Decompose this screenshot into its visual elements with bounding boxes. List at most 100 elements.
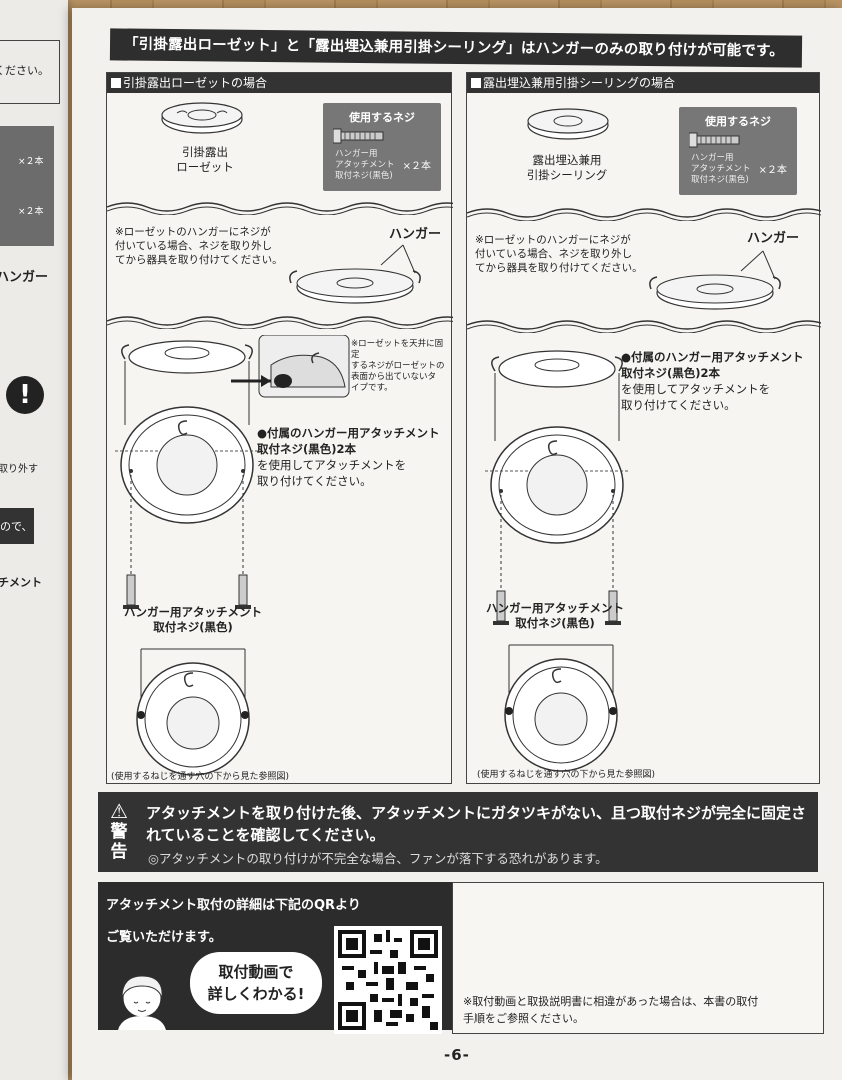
instruction-line: を使用してアタッチメントを [621, 382, 771, 396]
instruction-line: を使用してアタッチメントを [257, 458, 407, 472]
rosette-panel-heading: 引掛露出ローゼットの場合 [107, 73, 451, 93]
screw-box-desc: ハンガー用 アタッチメント 取付ネジ(黒色) [335, 149, 395, 182]
previous-page-box [0, 40, 60, 104]
attachment-assembly-illustration [485, 350, 629, 625]
warning-line: アタッチメントを取り付けた後、アタッチメントにガタツキがない、且つ取付ネジが完全… [146, 804, 807, 822]
screw-desc-line: 取付ネジ(黒色) [691, 175, 749, 185]
attachment-screw-label: ハンガー用アタッチメント 取付ネジ(黒色) [475, 601, 635, 631]
previous-page-text: チメント [0, 576, 42, 589]
square-bullet-icon [471, 78, 481, 88]
exclamation-icon: ! [6, 376, 44, 414]
screw-icon [689, 132, 740, 148]
hanger-ceiling-illustration [649, 250, 781, 310]
warning-subtext: ◎アタッチメントの取り付けが不完全な場合、ファンが落下する恐れがあります。 [148, 851, 608, 866]
screw-desc-line: ハンガー用 [335, 149, 378, 159]
small-note-line: ※ローゼットを天井に固定 [351, 339, 444, 360]
heading-text: 引掛露出ローゼットの場合 [123, 76, 268, 90]
previous-page-dark-bar [0, 508, 34, 544]
screw-icon [333, 128, 384, 144]
square-bullet-icon [111, 78, 121, 88]
instruction-bold: 取付ネジ(黒色)2本 [257, 442, 357, 456]
warning-label-char: 警 [110, 822, 128, 842]
hanger-screw-note: ※ローゼットのハンガーにネジが 付いている場合、ネジを取り外し てから器具を取り… [475, 233, 643, 275]
section-divider [107, 202, 453, 215]
screw-box-title: 使用するネジ [705, 115, 771, 128]
previous-page-text: ×２本 [18, 157, 44, 167]
screw-quantity: ×２本 [402, 161, 431, 172]
ceiling-name: 露出埋込兼用 引掛シーリング [517, 153, 617, 183]
hanger-label: ハンガー [747, 231, 800, 246]
attachment-screw-label: ハンガー用アタッチメント 取付ネジ(黒色) [113, 605, 273, 635]
bubble-line: 詳しくわかる! [207, 985, 305, 1003]
speech-bubble: 取付動画で 詳しくわかる! [190, 952, 322, 1014]
qr-text: アタッチメント取付の詳細は下記のQRより [106, 898, 361, 913]
warning-label: ⚠ 警 告 [106, 800, 132, 862]
previous-page-text: ×２本 [18, 207, 44, 217]
hanger-screw-note: ※ローゼットのハンガーにネジが 付いている場合、ネジを取り外し てから器具を取り… [115, 225, 283, 267]
warning-icon: ⚠ [110, 799, 128, 823]
instruction-line: 取り付けてください。 [621, 398, 736, 412]
rosette-panel: 引掛露出ローゼットの場合 引掛露出 ローゼット 使用するネジ ハンガー用 アタッ… [106, 72, 453, 784]
rosette-small-note: ※ローゼットを天井に固定 するネジがローゼットの 表面から出ていないタ イプです… [351, 339, 451, 394]
instruction-bold: ●付属のハンガー用アタッチメント [621, 350, 804, 364]
attachment-instruction: ●付属のハンガー用アタッチメント 取付ネジ(黒色)2本 を使用してアタッチメント… [257, 425, 440, 489]
bottom-view-illustration [504, 644, 618, 772]
screw-box-desc: ハンガー用 アタッチメント 取付ネジ(黒色) [691, 153, 751, 186]
rosette-illustration [161, 102, 243, 134]
woman-illustration-icon [118, 975, 166, 1030]
page-number: -6- [444, 1046, 470, 1064]
previous-page-screw-box [0, 126, 54, 246]
qr-section: アタッチメント取付の詳細は下記のQRより ご覧いただけます。 取付動画で 詳しく… [98, 882, 458, 1034]
screw-info-box: 使用するネジ ハンガー用 アタッチメント 取付ネジ(黒色) ×２本 [679, 107, 797, 195]
qr-text: ご覧いただけます。 [106, 930, 222, 945]
ceiling-panel: 露出埋込兼用引掛シーリングの場合 露出埋込兼用 引掛シーリング 使用するネジ ハ… [466, 72, 821, 784]
ceiling-illustration [527, 108, 609, 140]
video-note-line: 手順をご参照ください。 [463, 1012, 584, 1025]
part-name-line: 引掛シーリング [526, 168, 608, 182]
attachment-assembly-illustration [115, 335, 350, 609]
screw-info-box: 使用するネジ ハンガー用 アタッチメント 取付ネジ(黒色) ×２本 [323, 103, 441, 191]
warning-label-char: 告 [110, 842, 128, 862]
ceiling-panel-heading: 露出埋込兼用引掛シーリングの場合 [467, 73, 819, 93]
screw-label-line: 取付ネジ(黒色) [153, 620, 233, 634]
previous-page-text: 取り外す [0, 464, 38, 475]
warning-line: れていることを確認してください。 [146, 826, 385, 844]
previous-page: ください。 ×２本 ×２本 ハンガー ! 取り外す ので、 チメント [0, 0, 68, 1080]
previous-page-text: ください。 [0, 64, 49, 77]
attachment-instruction: ●付属のハンガー用アタッチメント 取付ネジ(黒色)2本 を使用してアタッチメント… [621, 349, 804, 413]
video-note-line: ※取付動画と取扱説明書に相違があった場合は、本書の取付 [463, 995, 759, 1008]
small-note-line: するネジがローゼットの [351, 361, 445, 371]
video-note-text: ※取付動画と取扱説明書に相違があった場合は、本書の取付 手順をご参照ください。 [463, 993, 758, 1027]
screw-desc-line: アタッチメント [335, 160, 395, 170]
previous-page-text: ハンガー [0, 270, 49, 285]
qr-code[interactable] [334, 926, 442, 1034]
heading-text: 露出埋込兼用引掛シーリングの場合 [483, 76, 676, 90]
reference-caption: (使用するねじを通す穴の下から見た参照図) [477, 770, 656, 780]
screw-box-title: 使用するネジ [349, 111, 415, 124]
part-name-line: 露出埋込兼用 [532, 153, 602, 167]
bottom-view-illustration [136, 648, 250, 776]
note-line: 付いている場合、ネジを取り外し [475, 248, 633, 260]
bubble-line: 取付動画で [218, 963, 294, 981]
rosette-name: 引掛露出 ローゼット [165, 145, 245, 175]
instruction-bold: 取付ネジ(黒色)2本 [621, 366, 721, 380]
note-line: てから器具を取り付けてください。 [115, 254, 283, 266]
screw-desc-line: 取付ネジ(黒色) [335, 171, 393, 181]
screw-label-line: 取付ネジ(黒色) [515, 616, 595, 630]
page-banner: 「引掛露出ローゼット」と「露出埋込兼用引掛シーリング」はハンガーのみの取り付けが… [109, 28, 803, 68]
section-divider [107, 316, 453, 329]
instruction-bold: ●付属のハンガー用アタッチメント [257, 426, 440, 440]
warning-box: ⚠ 警 告 アタッチメントを取り付けた後、アタッチメントにガタツキがない、且つ取… [98, 792, 818, 872]
small-note-line: イプです。 [351, 383, 393, 393]
hanger-label: ハンガー [389, 227, 442, 242]
instruction-line: 取り付けてください。 [257, 474, 372, 488]
screw-label-line: ハンガー用アタッチメント [486, 601, 624, 615]
screw-desc-line: ハンガー用 [691, 153, 734, 163]
note-line: 付いている場合、ネジを取り外し [115, 240, 273, 252]
manual-page: 「引掛露出ローゼット」と「露出埋込兼用引掛シーリング」はハンガーのみの取り付けが… [72, 8, 842, 1080]
part-name-line: 引掛露出 [182, 145, 228, 159]
note-line: てから器具を取り付けてください。 [475, 262, 643, 274]
hanger-rosette-illustration [289, 244, 421, 304]
screw-quantity: ×２本 [758, 165, 787, 176]
screw-desc-line: アタッチメント [691, 164, 751, 174]
